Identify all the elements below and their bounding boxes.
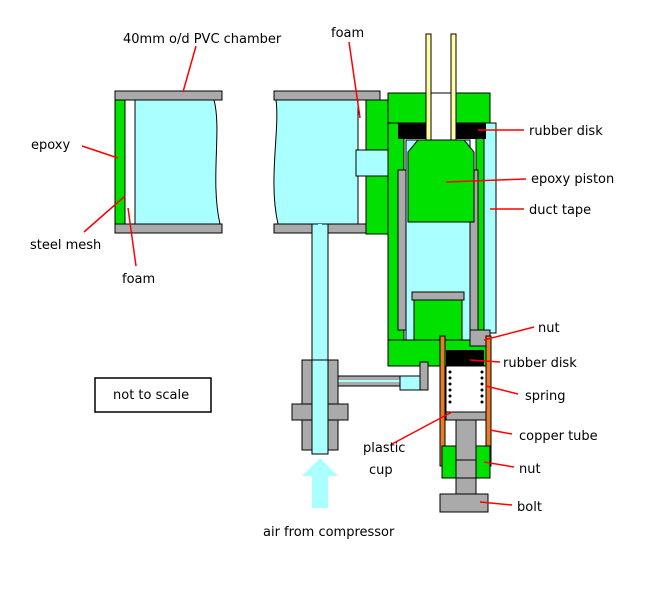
leader-foam-top [348, 41, 361, 119]
label-rubber-disk-top: rubber disk [529, 124, 603, 139]
piston-lower-green [413, 299, 463, 341]
leader-nut-lower [483, 461, 515, 468]
nut-lower-center [455, 459, 477, 479]
leader-copper-tube [489, 429, 513, 435]
rubber-disk-lower [446, 350, 484, 366]
leader-plastic-cup [391, 411, 453, 445]
epoxy-piston [407, 139, 475, 223]
bolt-head [439, 493, 489, 513]
nut-lower-left [441, 445, 457, 479]
spring-coils [448, 370, 484, 404]
rod-gap [430, 92, 452, 141]
inlet-nut-left [291, 403, 313, 421]
label-nut-lower: nut [519, 462, 541, 477]
label-nut-upper: nut [538, 321, 560, 336]
chamber-left-section [114, 90, 223, 234]
label-scale: not to scale [113, 388, 189, 403]
leader-epoxy [81, 145, 119, 159]
leader-lines [81, 41, 535, 506]
leader-chamber [182, 45, 197, 93]
rod-left [425, 33, 432, 141]
label-duct-tape: duct tape [529, 203, 591, 218]
chamber-top-wall-left [114, 90, 223, 101]
leader-nut-upper [483, 326, 535, 341]
label-chamber: 40mm o/d PVC chamber [123, 32, 282, 47]
air-inlet-arrow [302, 458, 338, 508]
epoxy-plug-left [114, 99, 126, 225]
epoxy-right-lower [365, 175, 389, 235]
inlet-bore [311, 359, 329, 455]
foam-left [124, 99, 136, 225]
bolt-shank-lower [455, 477, 477, 495]
label-foam-top: foam [331, 26, 364, 41]
inlet-fitting [291, 359, 349, 508]
inlet-pipe-core [318, 224, 322, 414]
label-copper-tube: copper tube [519, 429, 598, 444]
chamber-air-left [134, 99, 221, 225]
label-bolt: bolt [517, 500, 542, 515]
leader-steel-mesh [83, 195, 126, 233]
scale-note-box [94, 377, 212, 413]
label-steel-mesh: steel mesh [30, 238, 101, 253]
chamber-top-wall-right [273, 90, 381, 101]
cup-base [445, 411, 487, 421]
feed-tube-bracket [419, 361, 429, 391]
plastic-cup [445, 365, 487, 413]
label-epoxy-piston: epoxy piston [531, 172, 614, 187]
valve-body [387, 33, 497, 367]
leader-bolt [479, 501, 513, 506]
label-air: air from compressor [263, 525, 395, 540]
piston-sleeve [411, 291, 465, 301]
label-epoxy: epoxy [31, 138, 70, 153]
duct-tape-band [483, 122, 497, 334]
foam-right-lower [357, 175, 367, 225]
spring-assembly [439, 335, 492, 513]
label-spring: spring [525, 389, 565, 404]
leader-epoxy-piston [445, 178, 527, 183]
rod-right [450, 33, 457, 141]
epoxy-right-upper [365, 99, 389, 151]
bolt-shank-upper [455, 419, 477, 461]
label-rubber-disk-lower: rubber disk [503, 356, 577, 371]
label-cup: cup [369, 463, 393, 478]
leader-spring [485, 385, 519, 395]
valve-tube-left [397, 169, 407, 331]
leader-rubber-disk-lower [469, 359, 501, 363]
feed-tube [325, 361, 429, 391]
label-foam-left: foam [122, 272, 155, 287]
inlet-nut-right [327, 403, 349, 421]
label-plastic: plastic [363, 441, 405, 456]
feed-tube-bore [326, 380, 408, 382]
leader-foam-left [127, 207, 137, 267]
